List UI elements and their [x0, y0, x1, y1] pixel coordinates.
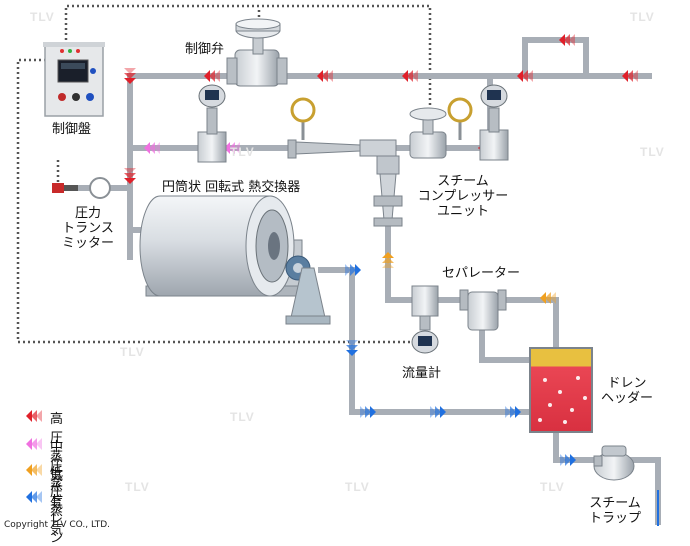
flow-arrow: [505, 406, 521, 418]
flow-arrow: [560, 454, 576, 466]
control-panel: [43, 42, 105, 117]
flow-arrow: [224, 142, 240, 154]
flowmeter-label: 流量計: [402, 366, 442, 381]
steam-compressor-unit-label-line: ユニット: [436, 204, 489, 219]
steam-trap-label-line: スチーム: [589, 496, 641, 511]
control-valve-label: 制御弁: [185, 42, 225, 57]
drain-header-label-line: ヘッダー: [600, 391, 653, 406]
pressure-transmitter-label: 圧力 トランス ミッター: [52, 206, 124, 251]
control-valve: [226, 18, 288, 87]
steam-compressor-unit-label-line: コンプレッサー: [417, 189, 509, 204]
separator-label: セパレーター: [442, 266, 521, 281]
flow-arrow: [622, 70, 638, 82]
steam-compressor: [287, 139, 403, 227]
pressure-gauge-right: [447, 97, 473, 140]
flow-arrow: [517, 70, 533, 82]
steam-compressor-unit-label: スチーム コンプレッサー ユニット: [404, 174, 522, 219]
flow-arrow: [402, 70, 418, 82]
watermark: TLV: [230, 145, 255, 159]
watermark: TLV: [540, 480, 565, 494]
watermark: TLV: [125, 480, 150, 494]
flow-arrow: [559, 34, 575, 46]
legend-label: ドレン: [50, 493, 64, 546]
legend-arrow-icon: [26, 438, 42, 450]
rotary-dryer: [139, 195, 331, 325]
flow-arrow: [26, 464, 42, 476]
watermark: TLV: [630, 10, 655, 24]
legend-arrow: [26, 438, 42, 450]
watermark: TLV: [30, 10, 55, 24]
flow-arrow: [26, 491, 42, 503]
legend-arrow-icon: [26, 410, 42, 422]
pressure-transmitter-label-line: トランス: [62, 221, 114, 236]
legend-arrow-icon: [26, 491, 42, 503]
pressure-gauge-left: [290, 97, 316, 140]
flowmeter-lower: [411, 285, 439, 354]
legend-label: 中圧蒸気: [50, 440, 64, 512]
process-diagram: [16, 4, 661, 526]
signal-lines: [16, 4, 432, 344]
flow-arrow: [124, 168, 136, 184]
watermark: TLV: [640, 145, 665, 159]
steam-compressor-unit-label-line: スチーム: [437, 174, 489, 189]
control-panel-label: 制御盤: [52, 122, 92, 137]
legend-arrow: [26, 491, 42, 503]
flowmeter-upper-left: [197, 84, 227, 163]
drain-header-label: ドレン ヘッダー: [596, 376, 658, 406]
flow-arrow: [430, 406, 446, 418]
watermark: TLV: [230, 410, 255, 424]
pressure-transmitter: [52, 177, 111, 199]
flow-arrow: [26, 410, 42, 422]
flow-arrow: [317, 70, 333, 82]
watermark: TLV: [345, 480, 370, 494]
drain-header-label-line: ドレン: [607, 376, 647, 391]
steam-trap: [593, 445, 635, 481]
flow-arrow: [124, 68, 136, 84]
flow-arrow: [540, 292, 556, 304]
separator: [459, 289, 507, 331]
pressure-transmitter-label-line: 圧力: [74, 206, 101, 221]
legend-arrow-icon: [26, 464, 42, 476]
dryer-label: 円筒状 回転式 熱交換器: [162, 180, 301, 195]
compressor-valve: [409, 107, 447, 159]
steam-trap-label: スチーム トラップ: [580, 496, 650, 526]
watermark: TLV: [120, 345, 145, 359]
flowmeter-upper-right: [479, 84, 509, 161]
pressure-transmitter-label-line: ミッター: [61, 236, 114, 251]
flow-arrow: [144, 142, 160, 154]
flow-arrow: [346, 340, 358, 356]
legend-arrow: [26, 464, 42, 476]
flow-arrow: [360, 406, 376, 418]
flow-arrow: [204, 70, 220, 82]
legend-arrow: [26, 410, 42, 422]
copyright-text: Copyright TLV CO., LTD.: [4, 520, 111, 530]
flow-arrow: [345, 264, 361, 276]
drain-header: [529, 347, 593, 433]
flow-arrow: [382, 252, 394, 268]
legend-label: 高圧蒸気: [50, 412, 64, 484]
flow-arrow: [26, 438, 42, 450]
legend-label: 低圧蒸気: [50, 466, 64, 538]
steam-trap-label-line: トラップ: [588, 511, 641, 526]
